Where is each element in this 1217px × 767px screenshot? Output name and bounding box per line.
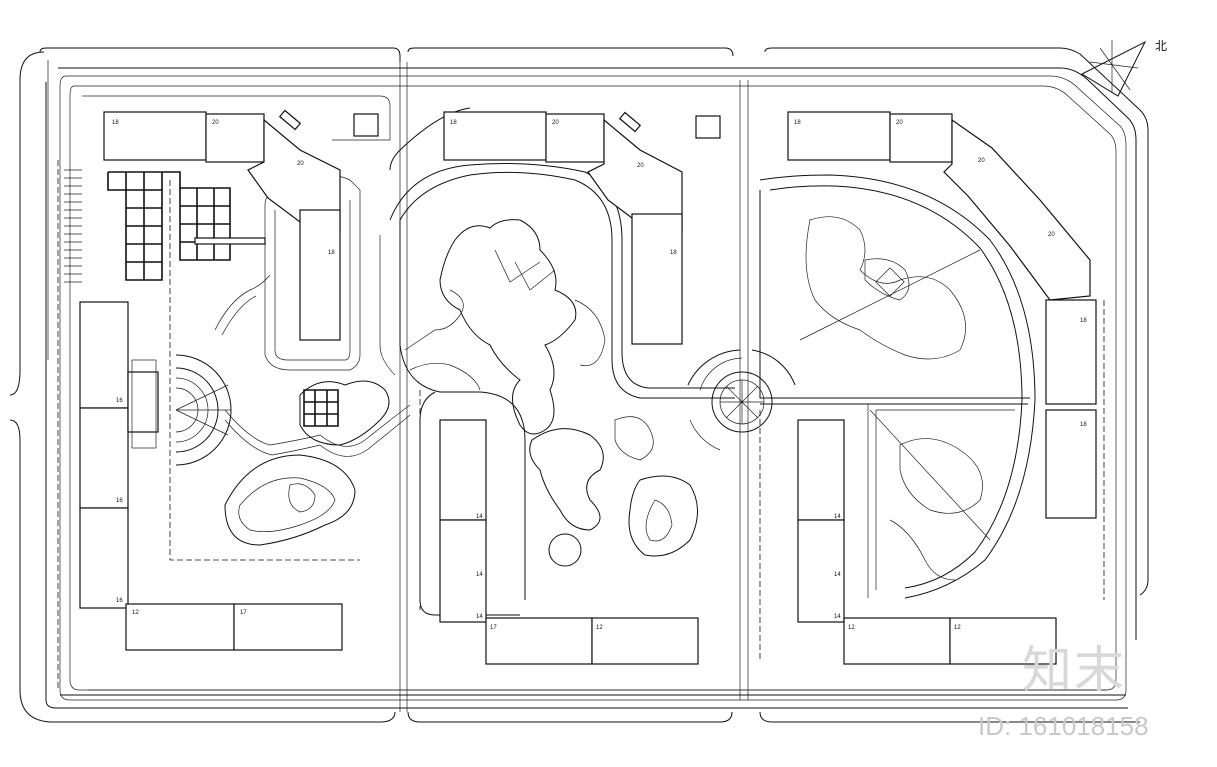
internal-road-loops <box>264 107 1036 616</box>
building-label: 12 <box>596 625 603 631</box>
building-label: 20 <box>896 120 903 126</box>
building-label: 20 <box>1048 232 1055 238</box>
building-label: 14 <box>834 572 841 578</box>
building-label: 12 <box>848 625 855 631</box>
building-label: 14 <box>476 514 483 520</box>
buildings-bottom-row: 12 17 17 12 12 12 <box>125 603 1057 665</box>
building-label: 18 <box>450 120 457 126</box>
building-label: 12 <box>954 625 961 631</box>
building-label: 14 <box>476 614 483 620</box>
building-label: 20 <box>637 163 644 169</box>
building-label: 14 <box>476 572 483 578</box>
outer-road-network <box>9 47 1149 723</box>
buildings-west-column: 16 16 16 <box>79 301 159 609</box>
central-landscape <box>404 219 698 567</box>
building-label: 18 <box>112 120 119 126</box>
west-steps <box>64 169 82 283</box>
building-label: 18 <box>1080 318 1087 324</box>
buildings-middle-columns: 14 14 14 14 14 14 18 18 20 <box>439 232 1087 623</box>
building-label: 16 <box>116 398 123 404</box>
building-label: 20 <box>552 120 559 126</box>
building-label: 16 <box>116 498 123 504</box>
west-plaza <box>131 354 232 466</box>
building-label: 14 <box>834 614 841 620</box>
building-label: 12 <box>132 610 139 616</box>
building-label: 20 <box>297 161 304 167</box>
building-label: 18 <box>328 250 335 256</box>
building-label: 17 <box>490 625 497 631</box>
building-label: 20 <box>978 158 985 164</box>
dashed-lines <box>57 160 1105 690</box>
building-label: 17 <box>240 610 247 616</box>
east-park <box>799 216 991 581</box>
watermark-logo: 知末 <box>1022 641 1126 699</box>
building-label: 18 <box>1080 422 1087 428</box>
building-label: 20 <box>212 120 219 126</box>
building-label: 18 <box>794 120 801 126</box>
building-label: 18 <box>670 250 677 256</box>
central-east-plaza <box>687 349 796 451</box>
west-landscape <box>214 274 411 546</box>
building-label: 14 <box>834 514 841 520</box>
parking-grid <box>107 171 266 281</box>
buildings-top-row: 18 20 18 20 18 20 20 20 20 18 18 <box>103 109 1097 519</box>
north-label: 北 <box>1155 39 1167 53</box>
building-label: 16 <box>116 598 123 604</box>
watermark-id: ID: 161018158 <box>978 711 1149 741</box>
north-arrow: 北 <box>1080 39 1167 97</box>
